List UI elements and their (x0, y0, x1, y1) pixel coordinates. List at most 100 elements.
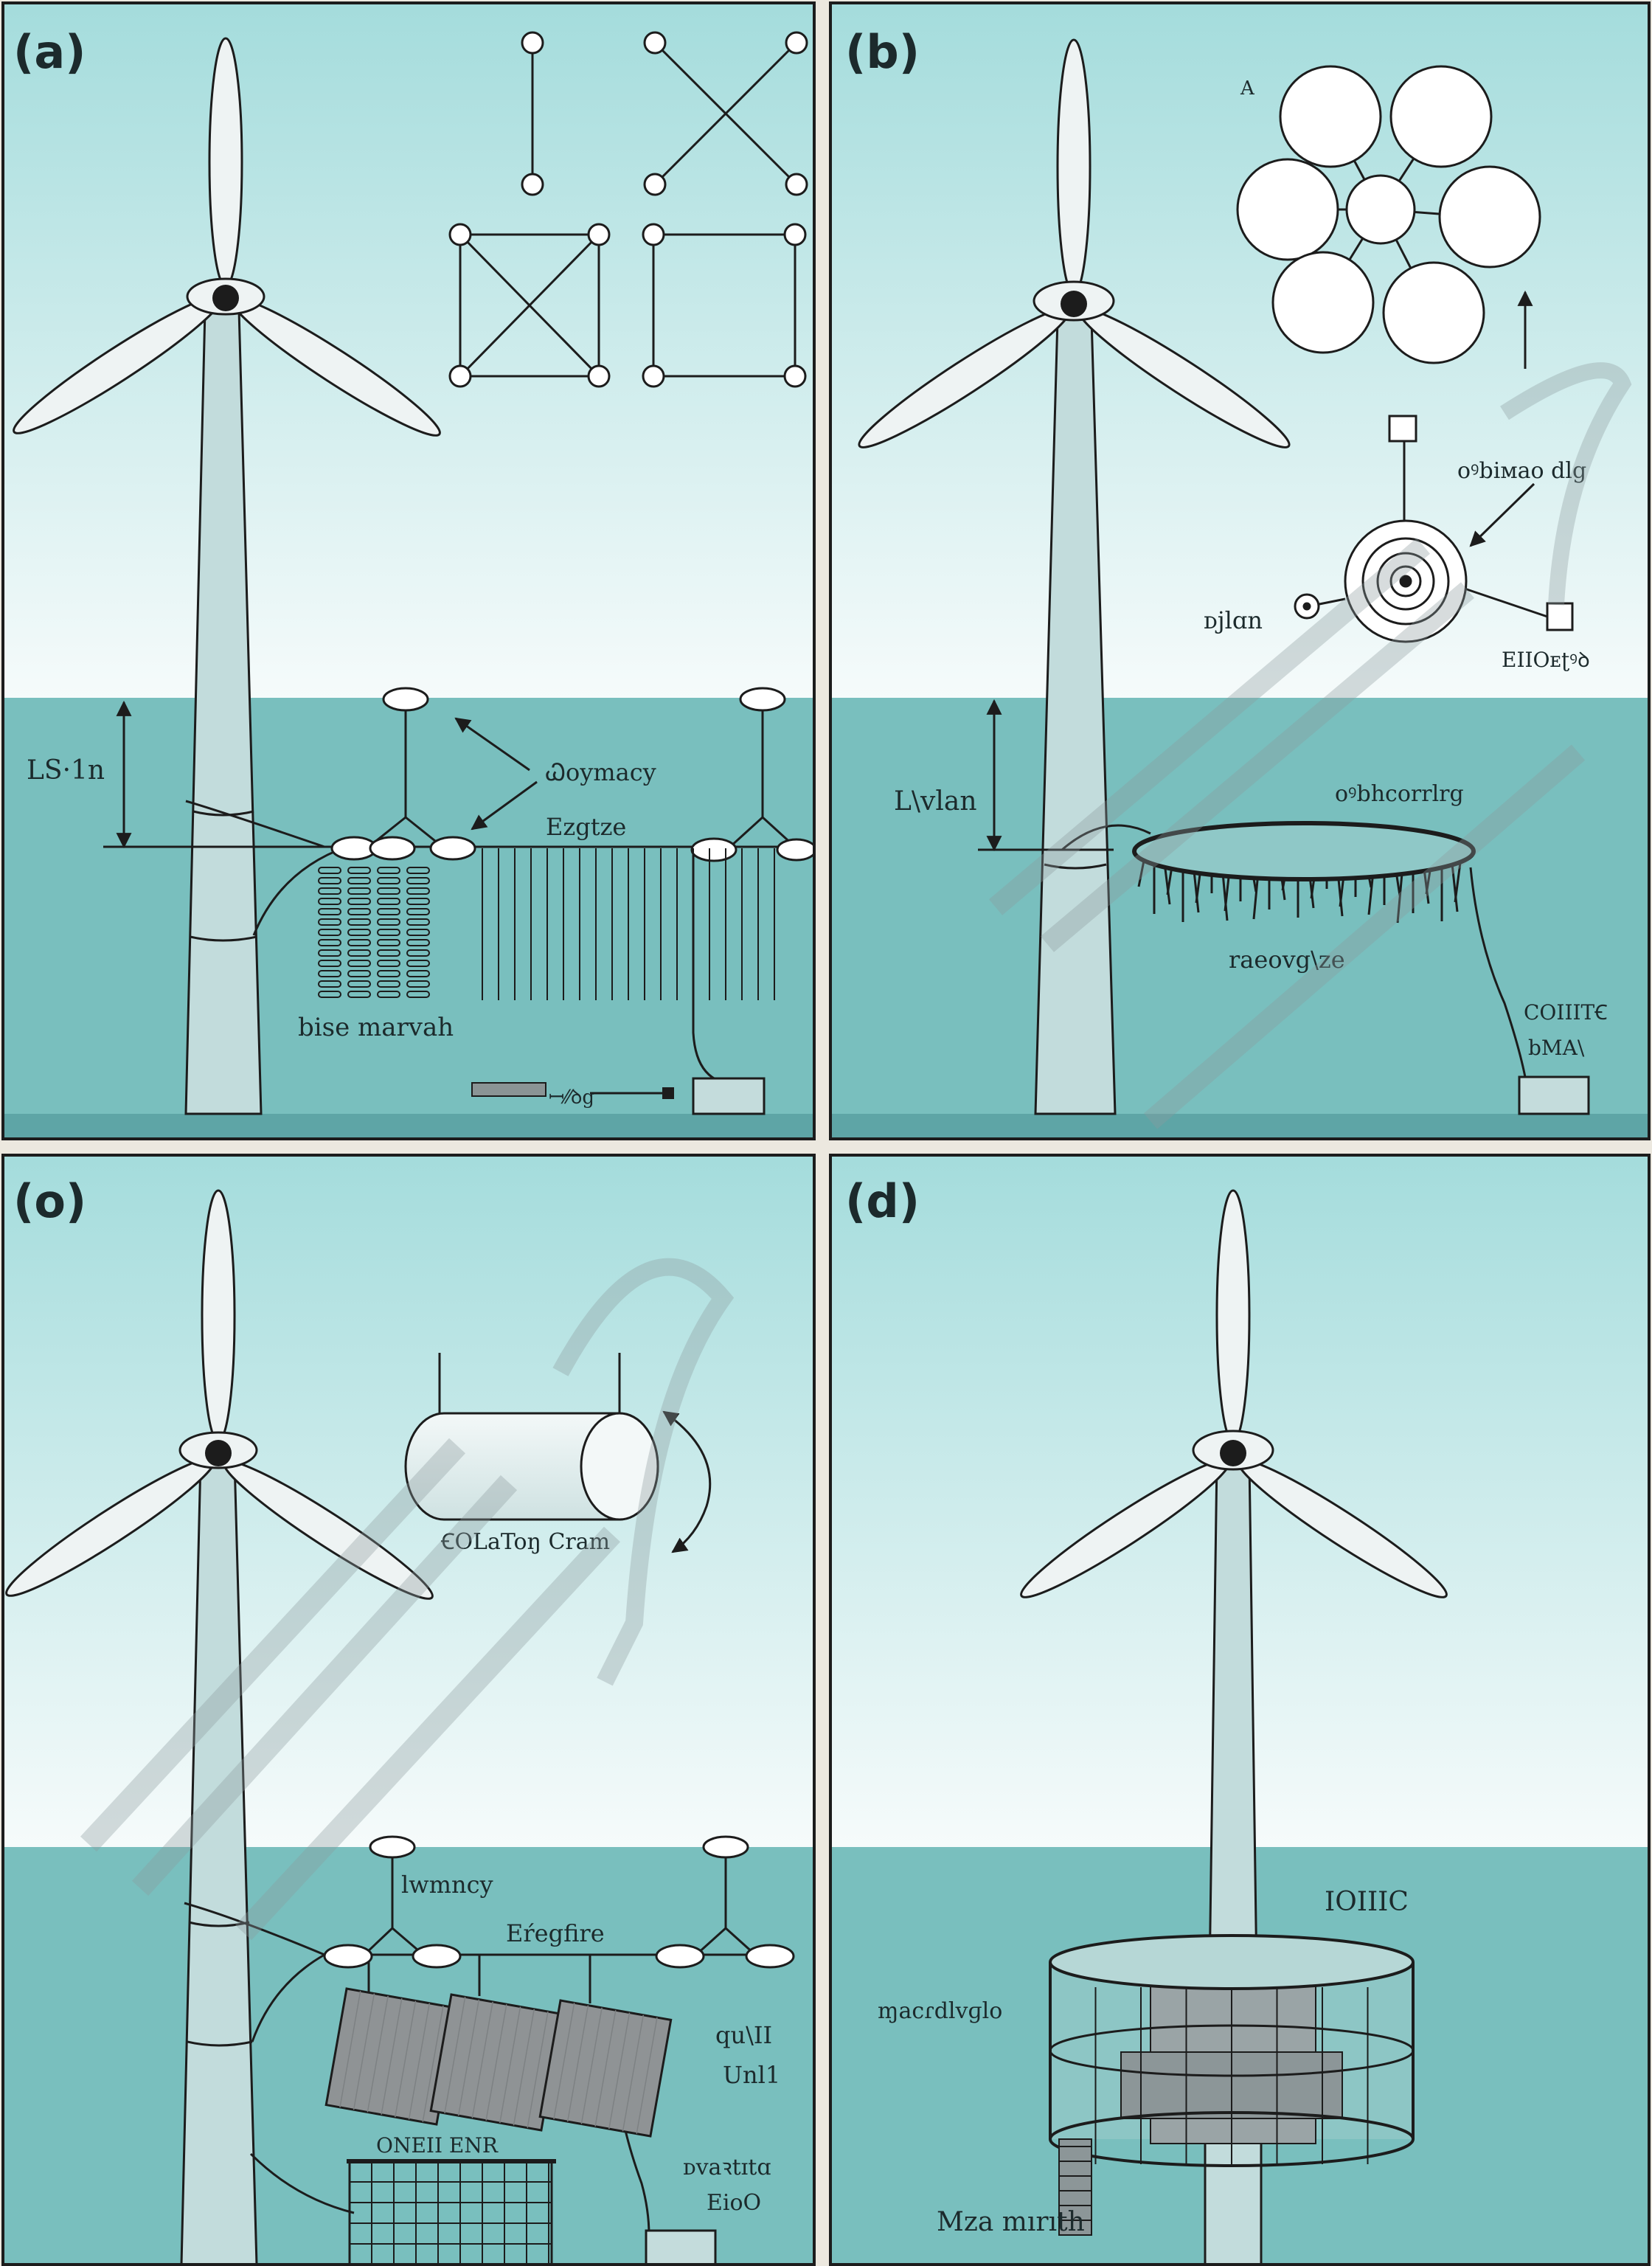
panel-c-module-stripe (608, 2012, 631, 2130)
panel-a-node (643, 173, 667, 196)
panel-c-mooring-system (184, 1850, 792, 2236)
panel-a-rope-loop (318, 980, 341, 988)
panel-c-module-stripe (636, 2017, 658, 2134)
panel-c-hub (205, 1440, 232, 1466)
panel-a-rope-loop (318, 877, 341, 884)
watermark-stroke (552, 1258, 735, 1686)
panel-c-mooring-rope (251, 1953, 325, 2042)
panel-c-border (1, 1154, 816, 2266)
watermark-stroke (1500, 362, 1632, 606)
panel-b-right-node-label: EIIOᴇʈꝰꝺ (1502, 648, 1590, 672)
panel-a-rope-loop (318, 929, 341, 936)
panel-b-net-cage (1132, 821, 1476, 924)
panel-a-rope-loop (347, 887, 371, 895)
panel-a-rope-loop (347, 960, 371, 967)
panel-a-arrow (454, 717, 530, 772)
panel-c-culture-modules (324, 1987, 673, 2138)
panel-c-module-stripe (471, 2001, 493, 2118)
panel-c-float (655, 1944, 705, 1969)
panel-a-icon-box-x (459, 233, 600, 378)
panel-a-rope-loop (318, 898, 341, 905)
panel-c-cylinder-label: ꞒOLaToŋ Cram (440, 1529, 610, 1555)
panel-d-top-label: IOIIIC (1325, 1887, 1409, 1917)
panel-c: (o) ꞒOLaToŋ Cram lᴡmncy Eŕegfire qu\II U… (3, 1155, 814, 2266)
panel-b: (b) A oꝰbiᴍao dlg ᴅjlɑn EIIOᴇʈꝰꝺ L\vlan … (830, 3, 1649, 1139)
panel-a-buoyancy-label: Ꮗoymacy (546, 758, 656, 786)
panel-c-module-stripe (395, 2000, 417, 2118)
panel-c-box-label-2: EioO (707, 2190, 761, 2216)
panel-c-cylinder-end (580, 1412, 659, 1521)
panel-c-box-label-1: ᴅvaꝛtɪtɑ (683, 2155, 771, 2180)
panel-b-cell (1279, 65, 1382, 168)
panel-b-sky (830, 3, 1649, 701)
panel-a-tower-ring-2 (190, 935, 257, 942)
panel-c-bottom-grid (347, 2159, 556, 2266)
panel-c-module-stripe (444, 1997, 466, 2113)
panel-a-hanging-net (318, 848, 775, 1000)
panel-a-rope-loop (406, 970, 430, 977)
panel-a-rope-loop (406, 877, 430, 884)
panel-a-rope-loop (318, 991, 341, 998)
panel-c-grid-rope (249, 2152, 355, 2214)
panel-c-module (429, 1993, 563, 2132)
panel-b-blade-up (1056, 38, 1092, 295)
panel-a-rope-loop (347, 970, 371, 977)
panel-a-rope-loop (377, 991, 400, 998)
panel-b-cell-cluster (1236, 65, 1541, 364)
panel-a-rope-loop (347, 980, 371, 988)
panel-a-sensor-node (662, 1087, 674, 1099)
panel-a-blade-up (208, 37, 243, 288)
panel-b-mooring-system (978, 699, 1527, 1078)
panel-c-float (323, 1944, 373, 1969)
panel-a-rope-loop (377, 867, 400, 874)
panel-a-node (521, 31, 544, 55)
panel-b-target-center (1399, 575, 1412, 588)
panel-a-icon-box (652, 233, 796, 378)
panel-a-mooring-rope (252, 845, 347, 936)
panel-a-sensor (471, 1082, 546, 1097)
panel-a-float (429, 836, 476, 861)
panel-c-module-stripe (353, 1993, 375, 2110)
watermark (80, 362, 1632, 1941)
panel-a-cable-label: Ezgtze (546, 813, 626, 841)
panel-a-rope-loop (347, 991, 371, 998)
panel-b-left-node-label: ᴅjlɑn (1204, 606, 1263, 634)
panel-d-bottom-label: Mza mırıth (937, 2207, 1085, 2237)
panel-a-rope-loop (318, 960, 341, 967)
panel-a-node (448, 364, 472, 388)
panel-a-float (690, 837, 738, 862)
panel-a-rope-loop (406, 887, 430, 895)
panel-a-rope-loop (318, 867, 341, 874)
panel-d-tower (1208, 1459, 1258, 1978)
panel-d-label: (d) (845, 1174, 920, 1228)
panel-a-rope-loop (347, 918, 371, 926)
panel-c-module-stripe (408, 2003, 431, 2120)
panel-c-module-stripe (513, 2009, 535, 2126)
panel-d-blade-up (1215, 1189, 1251, 1443)
panel-a-rope-loop (406, 908, 430, 915)
panel-a-node (785, 31, 808, 55)
panel-b-control-label-1: COIIITꞒ (1524, 1000, 1607, 1025)
panel-a-border (1, 1, 816, 1140)
panel-b-arrow (1469, 482, 1535, 547)
panel-a-node (642, 364, 665, 388)
panel-a-rope-loop (377, 949, 400, 957)
panel-c-turbine (5, 1189, 434, 2266)
panel-b-turbine (858, 38, 1291, 1115)
panel-a-rope-loop (377, 939, 400, 946)
panel-c-module-stripe (527, 2011, 549, 2128)
panel-a-rope-loop (406, 991, 430, 998)
panel-b-control-cable (1469, 867, 1527, 1078)
panel-d-hub (1220, 1440, 1246, 1466)
panel-a-rope-loop (406, 867, 430, 874)
panel-b-sensor-box-right (1546, 602, 1574, 631)
panel-a-rope-loop (377, 898, 400, 905)
panel-b-cage-sub-label: raeovg\ze (1229, 946, 1345, 974)
panel-d-cage-top (1049, 1934, 1415, 1990)
panel-a-rope-loop (377, 970, 400, 977)
panel-c-surface-buoy (702, 1835, 749, 1859)
panel-b-label: (b) (845, 25, 920, 79)
panel-a-seabed (3, 1114, 814, 1139)
panel-c-cable-label: Eŕegfire (506, 1919, 605, 1947)
panel-b-control-box (1518, 1075, 1590, 1115)
